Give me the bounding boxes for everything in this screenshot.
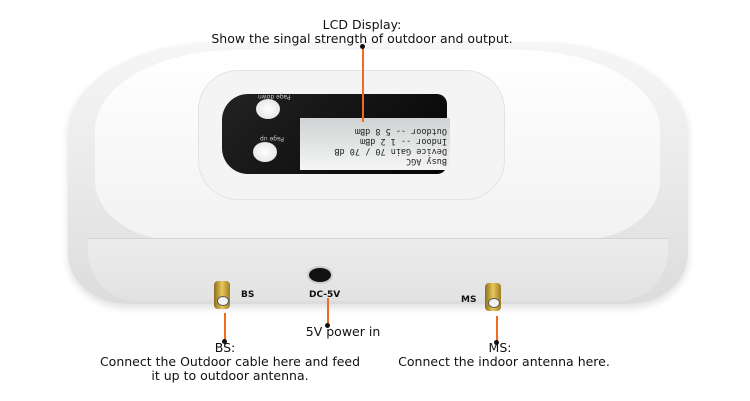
dc-port-label: DC-5V (309, 290, 341, 300)
dc-jack (307, 266, 333, 284)
ms-leader-dot (494, 340, 499, 345)
lcd-callout-text: Show the singal strength of outdoor and … (211, 31, 513, 46)
page-down-button (256, 99, 280, 119)
bs-port-label: BS (241, 290, 255, 300)
lcd-leader-dot (360, 44, 365, 49)
power-callout-text: 5V power in (305, 324, 381, 339)
lcd-line: Outdoor -- 5 8 dBm (354, 126, 447, 136)
bs-callout-title: BS: (214, 340, 236, 355)
lcd-leader-line (362, 46, 364, 122)
ms-callout-text: Connect the indoor antenna here. (398, 354, 610, 369)
ms-callout-title: MS: (488, 340, 512, 355)
page-up-label: Page up (260, 135, 285, 142)
bs-connector (214, 281, 230, 309)
lcd-screen: Busy AGC Device Gain 70 / 70 dB Indoor -… (300, 118, 450, 170)
ms-port-label: MS (461, 295, 477, 305)
bs-leader-line (224, 313, 226, 341)
lcd-callout-title: LCD Display: (322, 17, 402, 32)
page-up-button (253, 142, 277, 162)
lcd-line: Device Gain 70 / 70 dB (334, 146, 447, 156)
ms-connector (485, 283, 501, 311)
bs-leader-dot (222, 339, 227, 344)
lcd-text: Busy AGC Device Gain 70 / 70 dB Indoor -… (300, 118, 450, 170)
ms-leader-line (496, 316, 498, 342)
power-leader-dot (325, 323, 330, 328)
front-face (88, 238, 668, 301)
bs-callout-line1: Connect the Outdoor cable here and feed (99, 354, 361, 369)
lcd-line: Busy AGC (406, 156, 447, 166)
page-down-label: Page down (258, 93, 291, 100)
power-leader-line (327, 298, 329, 325)
bs-callout-line2: it up to outdoor antenna. (151, 368, 309, 383)
lcd-line: Indoor -- 1 2 dBm (360, 136, 447, 146)
